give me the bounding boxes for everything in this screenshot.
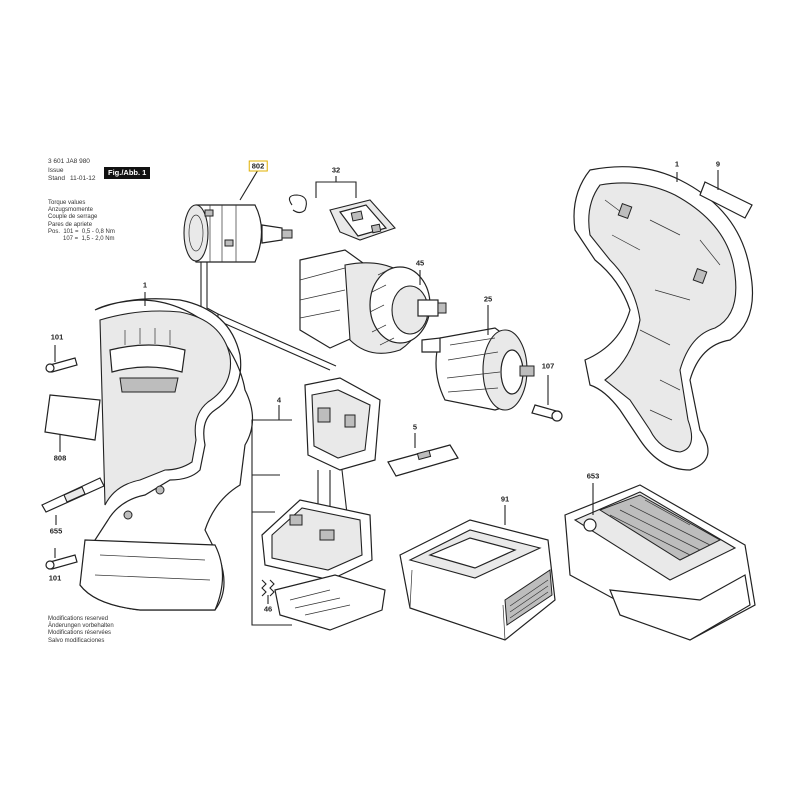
torque-line: Torque values bbox=[48, 200, 86, 206]
housing-left-1 bbox=[79, 298, 254, 611]
part-label-46: 46 bbox=[263, 604, 273, 614]
stand-label: Stand bbox=[48, 174, 65, 182]
screw-101-bottom bbox=[45, 554, 78, 570]
torque-line: Couple de serrage bbox=[48, 214, 98, 221]
footer-line: Salvo modificaciones bbox=[48, 637, 105, 644]
figure-badge: Fig./Abb. 1 bbox=[104, 167, 151, 179]
part-label-107: 107 bbox=[541, 361, 555, 371]
issue-label: Issue bbox=[48, 167, 64, 174]
part-label-1-right: 1 bbox=[674, 159, 680, 169]
part-label-101-bottom: 101 bbox=[48, 573, 62, 583]
part-label-655: 655 bbox=[49, 526, 63, 536]
gearbox-45 bbox=[299, 249, 447, 354]
torque-values: Torque values Anzugsmomente Couple de se… bbox=[48, 200, 115, 243]
spring-46 bbox=[261, 579, 275, 597]
issue-block: Issue Stand 11-01-12 bbox=[48, 167, 96, 182]
torque-line: Anzugsmomente bbox=[48, 207, 94, 214]
torque-line: Pos. 101 = 0,5 - 0,8 Nm bbox=[48, 228, 115, 235]
part-label-5: 5 bbox=[412, 422, 418, 432]
footer-line: Modifications reserved bbox=[48, 616, 109, 622]
part-label-25: 25 bbox=[483, 294, 493, 304]
part-label-1-left: 1 bbox=[142, 280, 148, 290]
battery-91 bbox=[399, 519, 556, 641]
part-label-653: 653 bbox=[586, 471, 600, 481]
screw-107 bbox=[531, 404, 563, 422]
leader-lines bbox=[54, 169, 719, 604]
clip-32 bbox=[288, 176, 396, 241]
part-label-32: 32 bbox=[331, 165, 341, 175]
issue-date: 11-01-12 bbox=[70, 174, 96, 182]
part-label-808: 808 bbox=[53, 453, 67, 463]
part-label-4: 4 bbox=[276, 395, 282, 405]
screw-101-top bbox=[45, 357, 78, 373]
switch-4 bbox=[251, 377, 386, 631]
part-label-101-top: 101 bbox=[50, 332, 64, 342]
motor-802 bbox=[183, 204, 337, 371]
part-label-802: 802 bbox=[248, 160, 268, 172]
housing-right-1 bbox=[573, 166, 754, 471]
torque-line: 107 = 1,5 - 2,0 Nm bbox=[48, 236, 115, 243]
slide-5 bbox=[387, 444, 459, 477]
torque-line: Pares de apriete bbox=[48, 221, 93, 228]
modifications-note: Modifications reserved Änderungen vorbeh… bbox=[48, 616, 114, 645]
label-sticker-808 bbox=[44, 394, 101, 441]
footer-line: Modifications réservées bbox=[48, 630, 112, 637]
part-label-9: 9 bbox=[715, 159, 721, 169]
bit-655 bbox=[41, 477, 105, 513]
label-plate-9 bbox=[699, 181, 753, 219]
footer-line: Änderungen vorbehalten bbox=[48, 623, 114, 630]
document-code: 3 601 JA8 980 bbox=[48, 158, 90, 165]
charger-653 bbox=[564, 484, 756, 641]
part-label-91: 91 bbox=[500, 494, 510, 504]
chuck-25 bbox=[421, 327, 535, 411]
part-label-45: 45 bbox=[415, 258, 425, 268]
